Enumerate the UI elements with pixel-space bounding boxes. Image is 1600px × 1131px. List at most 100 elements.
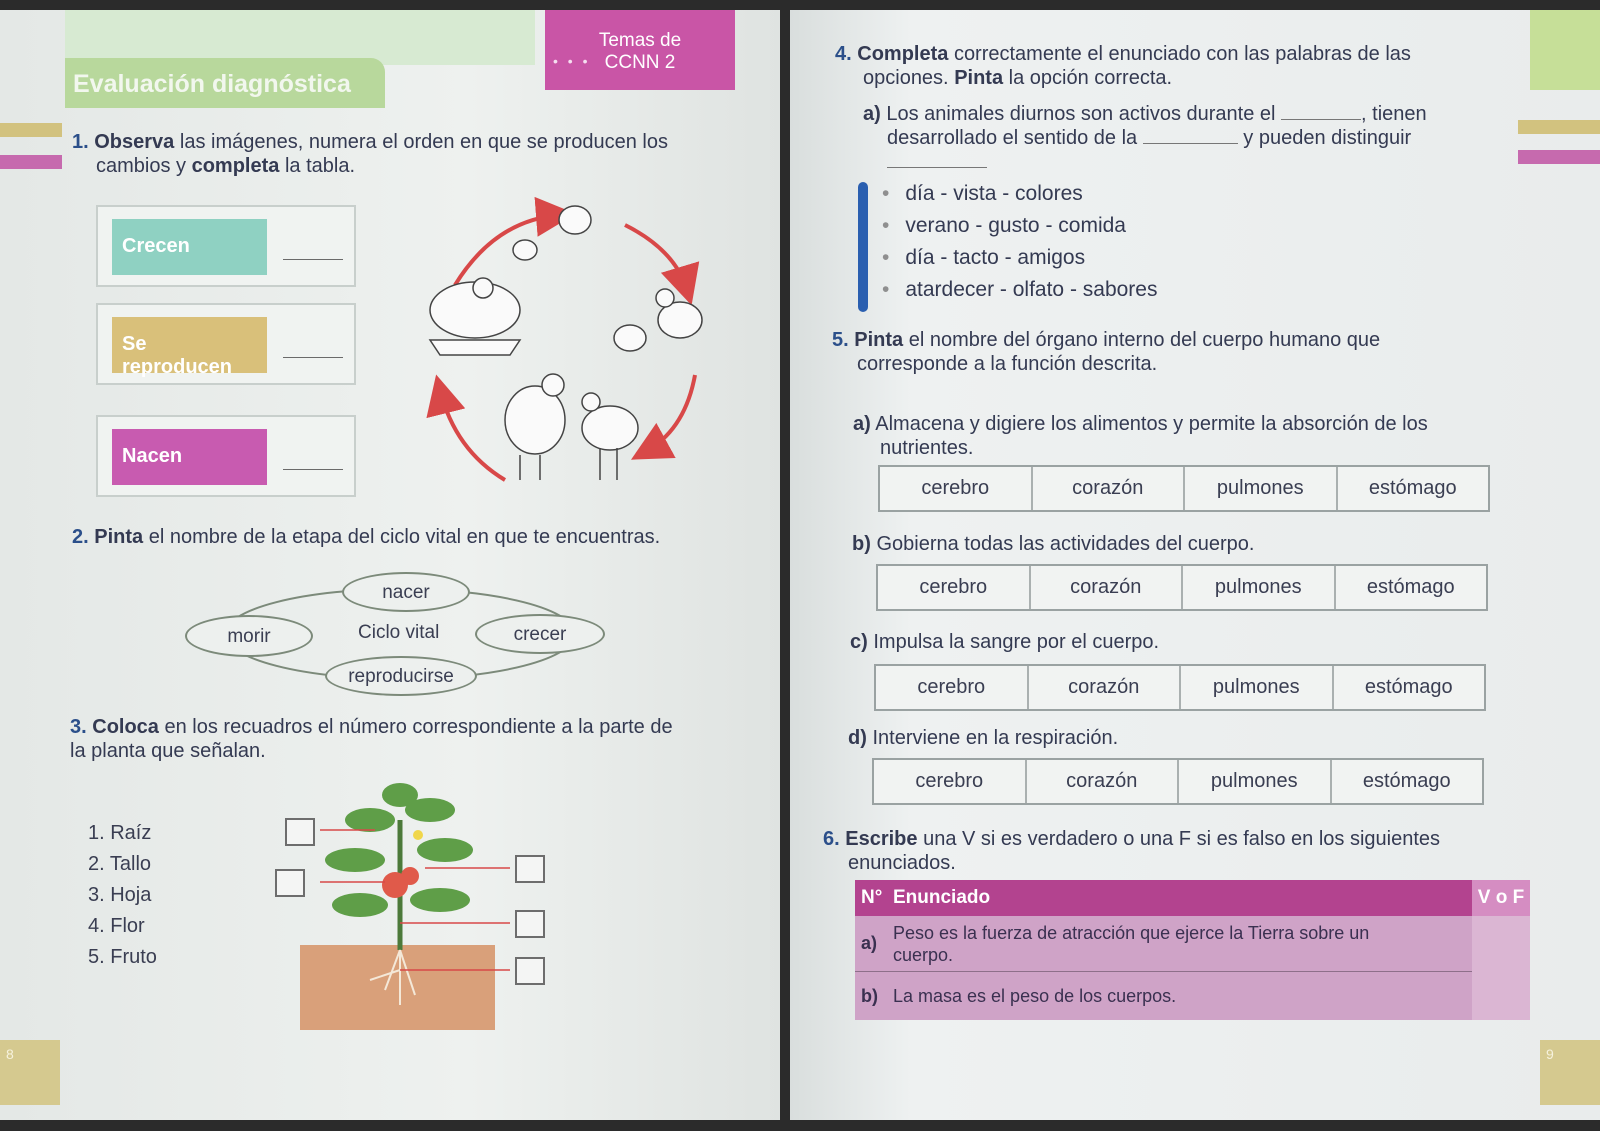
column-header-n: N°	[861, 887, 883, 908]
q1-text1: las imágenes, numera el orden en que se …	[179, 131, 668, 153]
section-title: Evaluación diagnóstica	[65, 58, 385, 108]
option-item[interactable]: •día - tacto - amigos	[882, 246, 1086, 269]
table-row: b) La masa es el peso de los cuerpos.	[855, 972, 1530, 1020]
row-statement: Peso es la fuerza de atracción que ejerc…	[893, 922, 1472, 966]
q1-number: 1.	[72, 131, 89, 153]
option-label: atardecer - olfato - sabores	[905, 278, 1158, 301]
plant-part-item: 4. Flor	[88, 915, 145, 937]
option-item[interactable]: •atardecer - olfato - sabores	[882, 278, 1158, 301]
organ-option[interactable]: cerebro	[876, 666, 1029, 709]
organ-option[interactable]: cerebro	[874, 760, 1027, 803]
q5-item-text: Gobierna todas las actividades del cuerp…	[876, 533, 1255, 555]
organ-option[interactable]: estómago	[1368, 477, 1457, 499]
organ-option[interactable]: estómago	[1364, 676, 1453, 698]
column-header-statement: Enunciado	[893, 887, 991, 908]
q1-text3: la tabla.	[284, 155, 356, 177]
organ-option[interactable]: pulmones	[1185, 467, 1338, 510]
stripe-gold	[0, 123, 62, 137]
organ-option[interactable]: estómago	[1362, 770, 1451, 792]
q4-text3: la opción correcta.	[1008, 67, 1173, 89]
organ-option[interactable]: pulmones	[1181, 666, 1334, 709]
q5-verb: Pinta	[854, 329, 904, 351]
node-crecer[interactable]: crecer	[475, 614, 605, 654]
stage-box-born: Nacen	[96, 415, 356, 497]
organ-option[interactable]: pulmones	[1179, 760, 1332, 803]
q3-verb: Coloca	[92, 716, 159, 738]
answer-box[interactable]	[515, 855, 545, 883]
answer-blank[interactable]	[283, 357, 343, 358]
organ-option[interactable]: corazón	[1033, 467, 1185, 510]
organ-options-a: cerebro corazón pulmones estómago	[878, 465, 1490, 512]
q4-verb1: Completa	[857, 43, 949, 65]
row-letter: b)	[861, 985, 878, 1006]
q5-item-letter: c)	[850, 631, 868, 653]
chicken-life-cycle-illustration	[426, 196, 703, 482]
node-reproducirse[interactable]: reproducirse	[325, 656, 477, 696]
q5-item-c: c) Impulsa la sangre por el cuerpo.	[850, 630, 1159, 654]
stage-box-grow: Crecen	[96, 205, 356, 287]
stage-box-reproduce: Se reproducen	[96, 303, 356, 385]
row-statement-text2: cuerpo.	[893, 944, 954, 965]
q5-item-d: d) Interviene en la respiración.	[848, 726, 1118, 750]
answer-blank[interactable]	[283, 259, 343, 260]
organ-options-b: cerebro corazón pulmones estómago	[876, 564, 1488, 611]
row-statement: La masa es el peso de los cuerpos.	[893, 985, 1177, 1006]
q1-verb2: completa	[191, 155, 280, 177]
vf-answer-cell[interactable]	[1472, 915, 1530, 972]
q5-item-a: a) Almacena y digiere los alimentos y pe…	[853, 412, 1533, 460]
q5-text2: corresponde a la función descrita.	[857, 353, 1158, 375]
q4-options: •día - vista - colores •verano - gusto -…	[882, 178, 1157, 306]
plant-part-item: 2. Tallo	[88, 853, 152, 875]
answer-blank[interactable]	[1142, 143, 1238, 144]
organ-option[interactable]: corazón	[1029, 666, 1181, 709]
q3-text: 3. Coloca en los recuadros el número cor…	[70, 715, 730, 763]
node-morir[interactable]: morir	[185, 615, 313, 657]
q5-number: 5.	[832, 329, 849, 351]
q5-item-letter: d)	[848, 727, 867, 749]
answer-box[interactable]	[275, 869, 305, 897]
q2-text-body: el nombre de la etapa del ciclo vital en…	[148, 526, 661, 548]
organ-option[interactable]: pulmones	[1183, 566, 1336, 609]
q3-text2: la planta que señalan.	[70, 740, 266, 762]
answer-box[interactable]	[285, 818, 315, 846]
q5-item-text: Almacena y digiere los alimentos y permi…	[875, 413, 1428, 435]
option-label: verano - gusto - comida	[905, 214, 1126, 237]
answer-blank[interactable]	[1281, 119, 1362, 120]
q5-item-text: Impulsa la sangre por el cuerpo.	[873, 631, 1160, 653]
q6-text2: enunciados.	[848, 852, 956, 874]
stage-label-reproduce: Se reproducen	[112, 317, 267, 378]
answer-blank[interactable]	[283, 469, 343, 470]
answer-box[interactable]	[515, 910, 545, 938]
stripe-gold	[1518, 120, 1600, 134]
q4-sub-text3: desarrollado el sentido de la	[887, 127, 1138, 149]
header-band	[65, 10, 535, 65]
plant-parts-list: 1. Raíz 2. Tallo 3. Hoja 4. Flor 5. Frut…	[88, 818, 157, 973]
q4-sub-text1: Los animales diurnos son activos durante…	[886, 103, 1276, 125]
organ-option[interactable]: cerebro	[880, 467, 1033, 510]
option-item[interactable]: •verano - gusto - comida	[882, 214, 1126, 237]
table-row: a) Peso es la fuerza de atracción que ej…	[855, 915, 1530, 972]
q4-number: 4.	[835, 43, 852, 65]
true-false-table: N° Enunciado V o F a) Peso es la fuerza …	[855, 880, 1530, 1020]
q6-text1: una V si es verdadero o una F si es fals…	[923, 828, 1441, 850]
q2-number: 2.	[72, 526, 89, 548]
answer-box[interactable]	[515, 957, 545, 985]
q4-text2: opciones.	[863, 67, 949, 89]
vf-answer-cell[interactable]	[1472, 972, 1530, 1020]
organ-option[interactable]: corazón	[1027, 760, 1179, 803]
organ-options-c: cerebro corazón pulmones estómago	[874, 664, 1486, 711]
plant-part-item: 3. Hoja	[88, 884, 152, 906]
option-item[interactable]: •día - vista - colores	[882, 182, 1083, 205]
q5-item-text2: nutrientes.	[880, 437, 974, 459]
organ-option[interactable]: estómago	[1366, 576, 1455, 598]
q4-sub-text2: , tienen	[1361, 103, 1427, 125]
q1-text: 1. Observa las imágenes, numera el orden…	[72, 130, 712, 178]
answer-blank[interactable]	[887, 158, 987, 168]
plant-illustration	[300, 783, 510, 1030]
organ-option[interactable]: cerebro	[878, 566, 1031, 609]
q4-sub-text4: y pueden distinguir	[1243, 127, 1412, 149]
organ-option[interactable]: corazón	[1031, 566, 1183, 609]
node-nacer[interactable]: nacer	[342, 572, 470, 612]
q1-text2: cambios y	[96, 155, 187, 177]
plant-part-item: 1. Raíz	[88, 822, 152, 844]
